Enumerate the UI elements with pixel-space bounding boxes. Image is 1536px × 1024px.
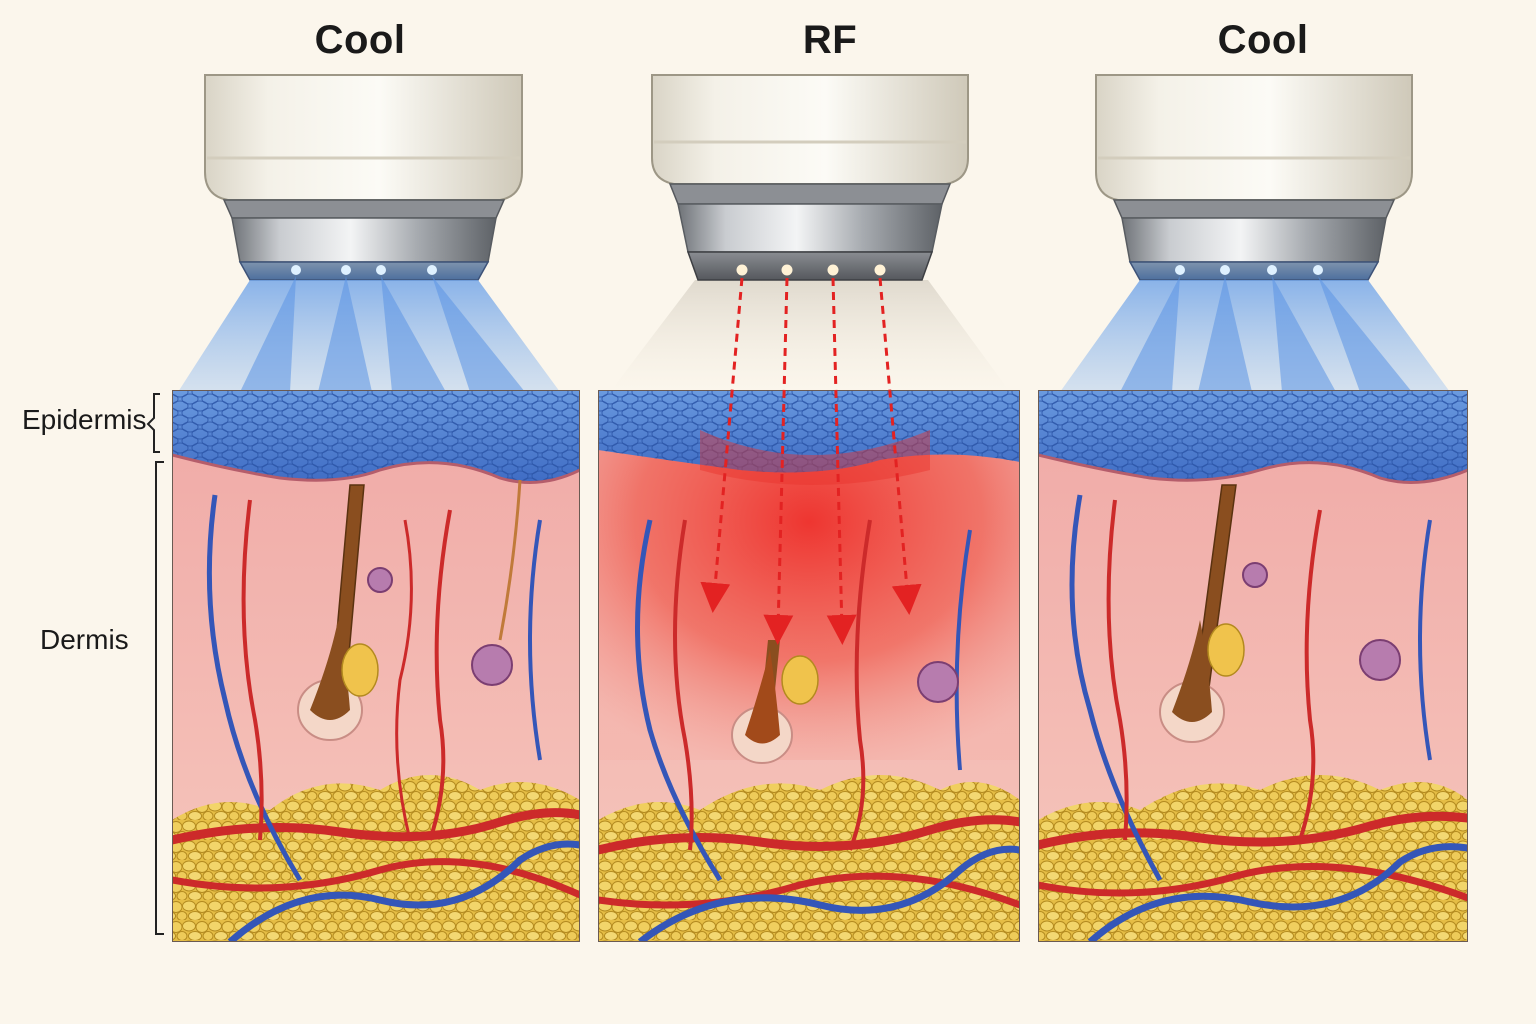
dermis-bracket	[155, 461, 164, 935]
epidermis-bracket	[146, 393, 160, 453]
panel-cool-right	[1038, 74, 1468, 942]
dermis-label: Dermis	[40, 624, 129, 655]
panel-cool-left	[172, 74, 580, 942]
handpiece-icon	[1095, 74, 1413, 281]
handpiece-icon	[204, 74, 523, 281]
cooling-spray-icon	[178, 276, 560, 392]
panel-title-cool-right: Cool	[1217, 18, 1309, 62]
skin-cross-section	[172, 390, 580, 942]
panel-rf-middle	[598, 74, 1020, 942]
epidermis-label: Epidermis	[22, 404, 147, 435]
panel-title-rf: RF	[802, 18, 858, 62]
panel-title-cool-left: Cool	[314, 18, 406, 62]
handpiece-icon	[651, 74, 969, 281]
skin-cross-section	[1038, 390, 1468, 942]
rf-arrow-icon	[700, 277, 922, 645]
skin-cross-section	[598, 390, 1020, 942]
cooling-spray-icon	[1060, 276, 1450, 392]
